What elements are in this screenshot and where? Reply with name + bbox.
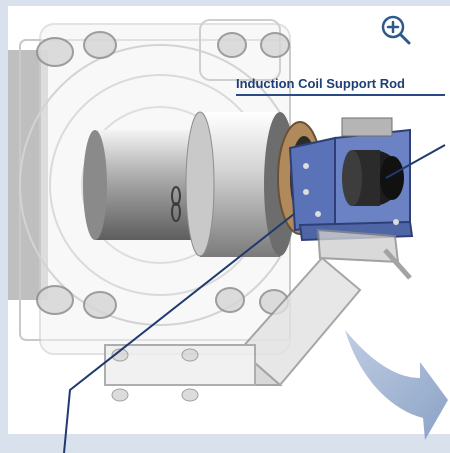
support-rod-arm — [104, 228, 412, 402]
callout-leader-lines — [63, 144, 446, 453]
induction-coil — [342, 150, 404, 206]
rotation-arrow — [345, 330, 448, 440]
support-rod-callout[interactable]: Induction Coil Support Rod — [236, 74, 445, 96]
zoom-in-button[interactable] — [378, 12, 414, 48]
drive-shaft — [83, 111, 296, 257]
motor-housing — [8, 19, 301, 355]
zoom-in-icon — [381, 15, 411, 45]
